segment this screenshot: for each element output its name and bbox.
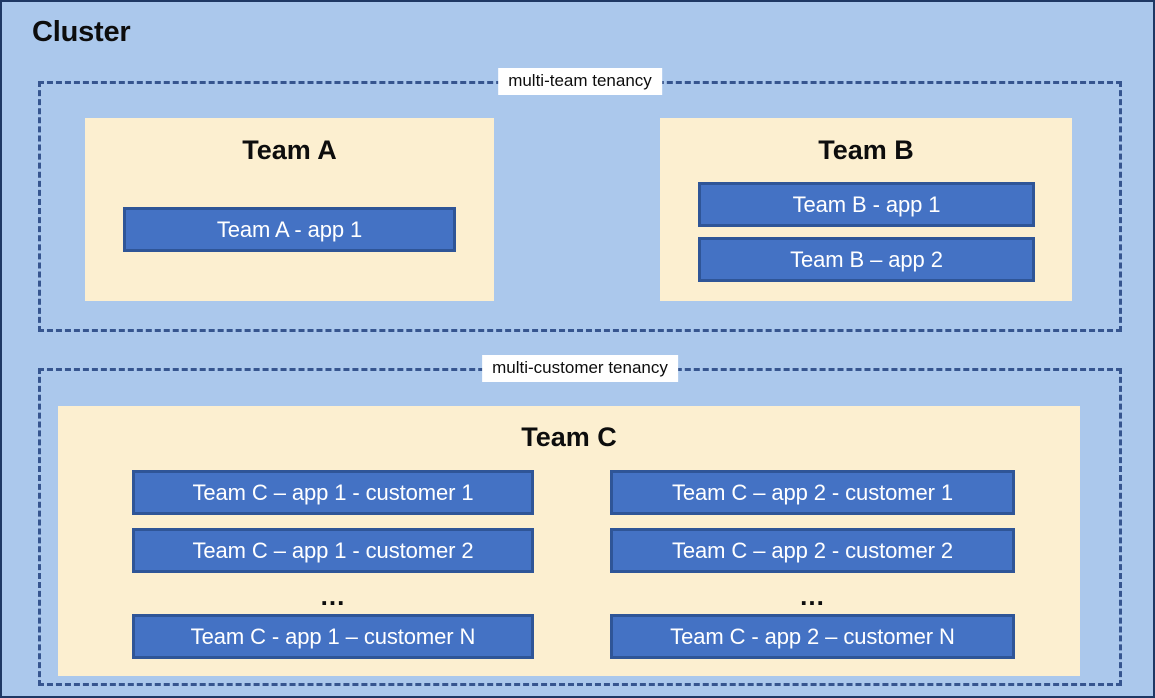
app-box-team-a-app-1[interactable]: Team A - app 1: [123, 207, 456, 252]
app-box-team-c-app-1-customer-1[interactable]: Team C – app 1 - customer 1: [132, 470, 534, 515]
tenancy-group-multi-customer: multi-customer tenancy: [38, 355, 1122, 686]
ellipsis-team-c-app-1: ...: [320, 581, 346, 611]
app-box-team-c-app-1-customer-n[interactable]: Team C - app 1 – customer N: [132, 614, 534, 659]
tenancy-label-multi-team: multi-team tenancy: [498, 68, 662, 95]
tenancy-label-multi-customer: multi-customer tenancy: [482, 355, 678, 382]
app-box-team-c-app-2-customer-2[interactable]: Team C – app 2 - customer 2: [610, 528, 1015, 573]
team-title-team-c: Team C: [521, 422, 617, 452]
app-box-team-c-app-2-customer-n[interactable]: Team C - app 2 – customer N: [610, 614, 1015, 659]
ellipsis-team-c-app-2: ...: [800, 581, 825, 611]
tenancy-group-multi-team: multi-team tenancy: [38, 68, 1122, 332]
team-box-team-c: Team C Team C – app 1 - customer 1 Team …: [58, 406, 1080, 676]
cluster-title: Cluster: [32, 16, 131, 48]
team-title-team-b: Team B: [818, 135, 914, 165]
app-box-team-b-app-1[interactable]: Team B - app 1: [698, 182, 1035, 227]
app-box-team-c-app-2-customer-1[interactable]: Team C – app 2 - customer 1: [610, 470, 1015, 515]
team-box-team-b: Team B Team B - app 1 Team B – app 2: [660, 118, 1072, 301]
app-box-team-c-app-1-customer-2[interactable]: Team C – app 1 - customer 2: [132, 528, 534, 573]
team-title-team-a: Team A: [242, 135, 337, 165]
app-box-team-b-app-2[interactable]: Team B – app 2: [698, 237, 1035, 282]
team-box-team-a: Team A Team A - app 1: [85, 118, 494, 301]
